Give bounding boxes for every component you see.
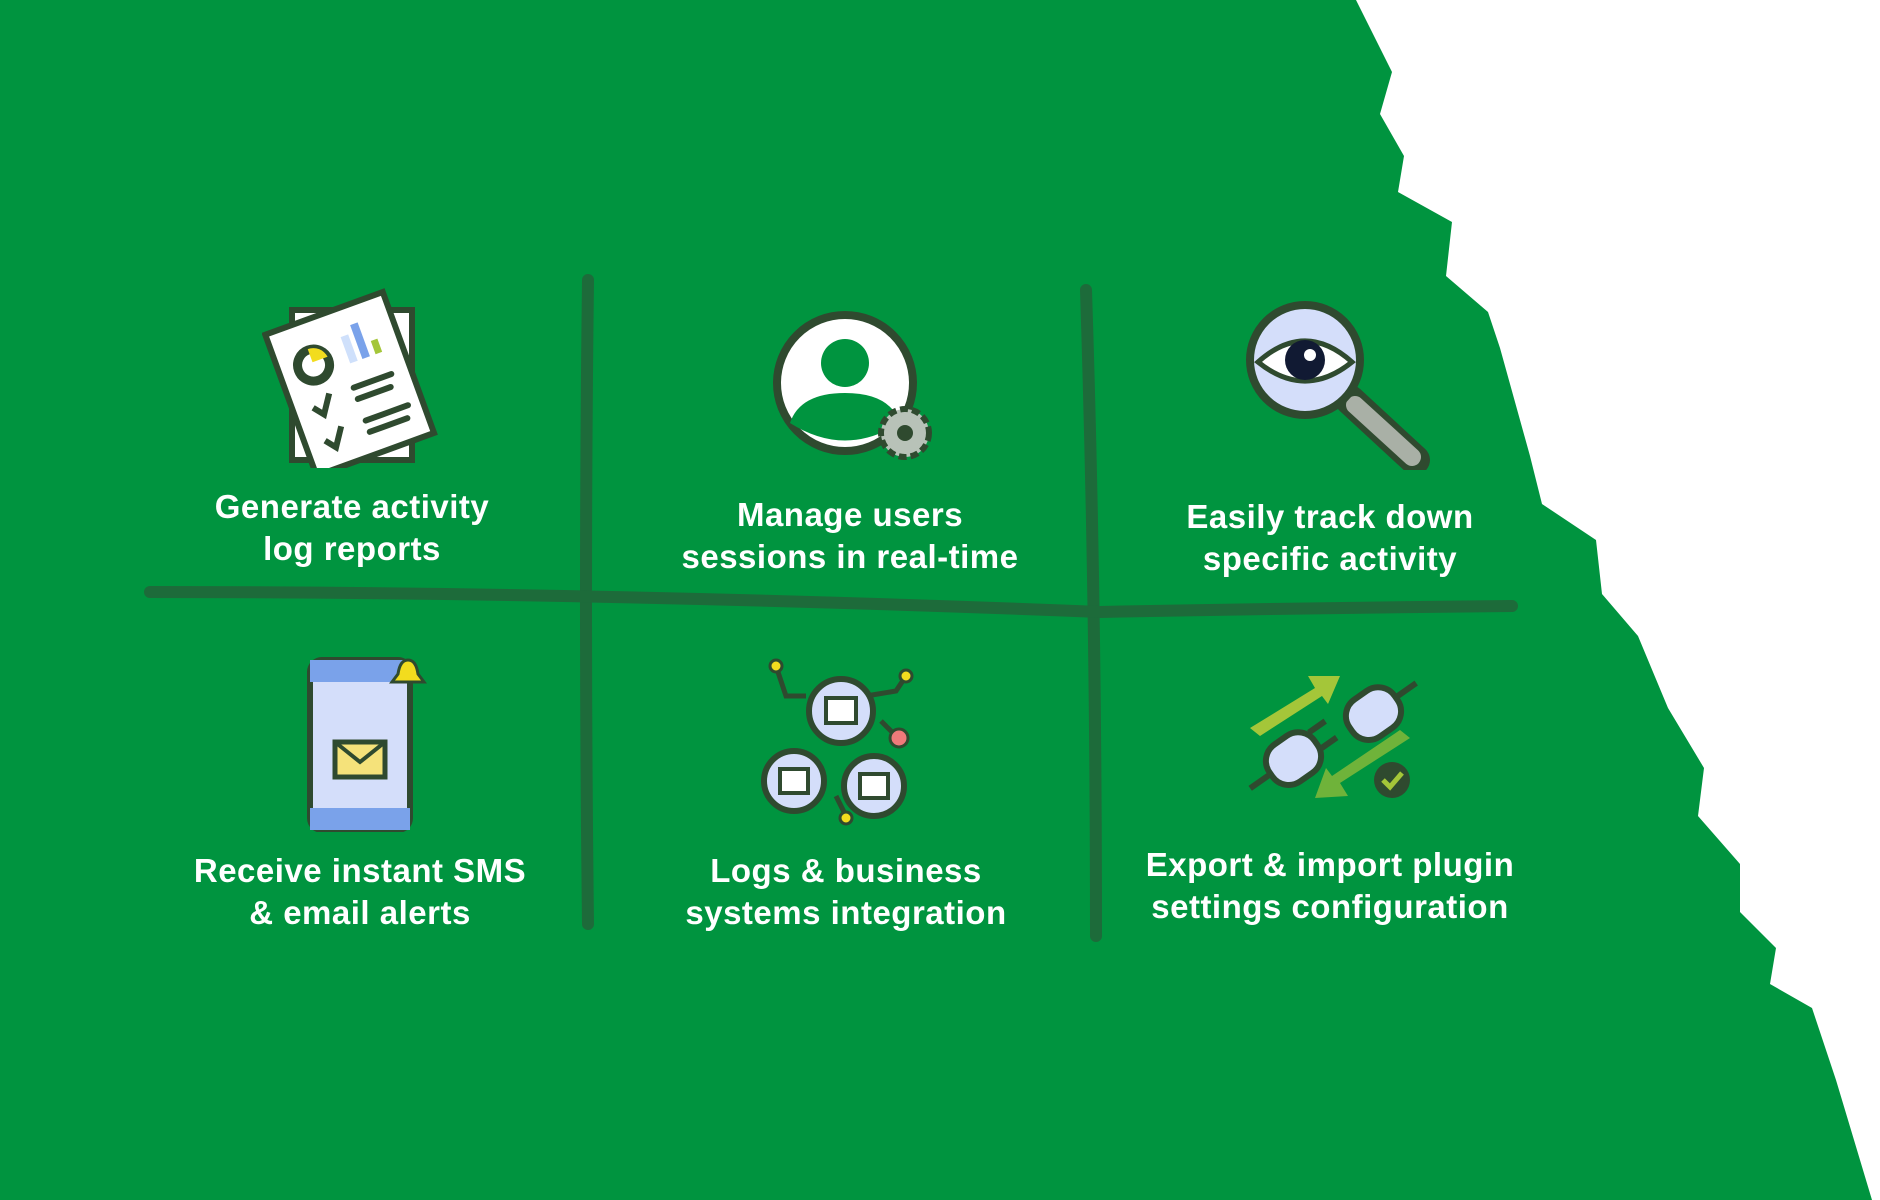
feature-title: Generate activity xyxy=(214,488,490,525)
network-integration-icon xyxy=(761,658,914,826)
feature-subtitle: settings configuration xyxy=(1151,888,1509,925)
feature-title: Easily track down xyxy=(1186,498,1474,535)
feature-title: Export & import plugin xyxy=(1145,846,1515,883)
feature-reports: Generate activity log reports xyxy=(142,288,562,570)
feature-title: Manage users xyxy=(736,496,964,533)
feature-integration: Logs & business systems integration xyxy=(636,656,1056,934)
plug-export-import-icon xyxy=(1248,676,1418,798)
report-document-icon xyxy=(262,288,438,468)
user-settings-icon xyxy=(773,311,932,460)
feature-subtitle: sessions in real-time xyxy=(681,538,1019,575)
feature-subtitle: specific activity xyxy=(1202,540,1458,577)
feature-export-import: Export & import plugin settings configura… xyxy=(1120,668,1540,928)
magnifier-eye-icon xyxy=(1246,301,1430,470)
feature-subtitle: & email alerts xyxy=(249,894,471,931)
feature-subtitle: log reports xyxy=(263,530,441,567)
feature-title: Receive instant SMS xyxy=(193,852,527,889)
feature-track: Easily track down specific activity xyxy=(1120,300,1540,580)
feature-sessions: Manage users sessions in real-time xyxy=(640,308,1060,578)
feature-subtitle: systems integration xyxy=(685,894,1007,931)
phone-alert-icon xyxy=(307,657,427,832)
feature-alerts: Receive instant SMS & email alerts xyxy=(150,652,570,934)
feature-title: Logs & business xyxy=(710,852,982,889)
